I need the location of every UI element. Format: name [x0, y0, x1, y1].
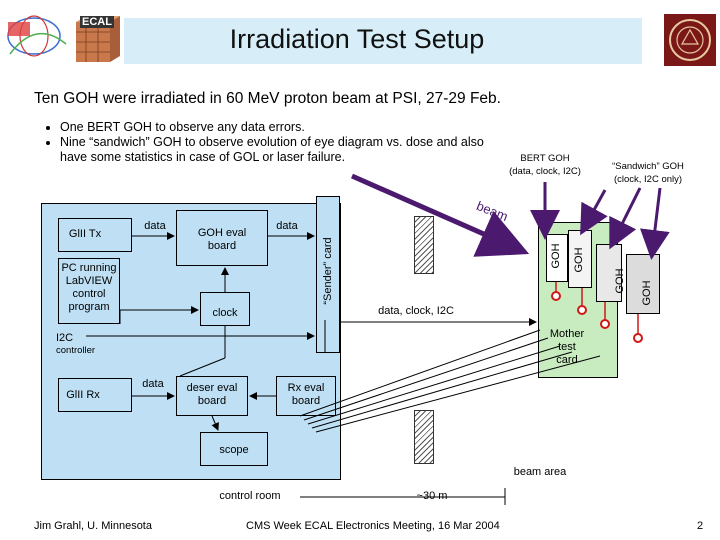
goh-board-3	[596, 244, 622, 302]
goh-eval-board-box	[176, 210, 268, 266]
bullet-2: Nine “sandwich” GOH to observe evolution…	[60, 135, 502, 165]
fiber-bundle-2	[303, 337, 549, 421]
bullet-1: One BERT GOH to observe any data errors.	[60, 120, 502, 135]
i2c-label: I2C	[56, 332, 74, 344]
title-bar	[72, 18, 642, 64]
fiber-connector-3	[600, 319, 610, 329]
fiber-connector-4	[633, 333, 643, 343]
cable-sandwich-1	[580, 189, 608, 236]
fiber-bundle-4	[311, 351, 573, 429]
beam-area-label: beam area	[513, 466, 567, 478]
line-clock-to-deser	[179, 357, 226, 377]
page-title: Irradiation Test Setup	[229, 24, 485, 54]
fiber-bundle-1	[299, 329, 541, 417]
beam-arrow	[350, 173, 530, 257]
rx-eval-label: Rx eval board	[287, 382, 325, 407]
sandwich-goh-label: “Sandwich” GOH	[612, 161, 684, 172]
subtitle: Ten GOH were irradiated in 60 MeV proton…	[34, 90, 501, 107]
university-seal	[664, 14, 716, 66]
pc-labview-box	[58, 258, 120, 324]
fiber-bundle-3	[307, 345, 561, 425]
beam-wall-upper	[414, 216, 434, 274]
bert-goh-label: BERT GOH	[520, 153, 570, 164]
ecal-logo: ECAL	[6, 14, 124, 66]
beam-wall-lower	[414, 410, 434, 464]
pc-labview-label: PC running LabVIEW control program	[61, 262, 117, 313]
glii-tx-box	[58, 218, 132, 252]
control-room-label: control room	[219, 490, 281, 502]
footer-page: 2	[697, 520, 704, 532]
arrow-deser-to-scope	[211, 415, 219, 431]
sandwich-goh-sub: (clock, I2C only)	[613, 174, 683, 185]
data-clock-i2c-label: data, clock, I2C	[378, 305, 454, 317]
goh-eval-board-label: GOH eval board	[197, 227, 247, 252]
glii-rx-label: GlII Rx	[66, 389, 100, 401]
bert-goh-sub: (data, clock, I2C)	[509, 166, 581, 177]
glii-tx-label: GlII Tx	[68, 228, 102, 240]
cable-sandwich-2	[609, 187, 642, 250]
data-label-1: data	[144, 220, 166, 232]
clock-label: clock	[212, 307, 238, 319]
rx-eval-box	[276, 376, 336, 416]
cable-sandwich-3	[639, 187, 670, 260]
deser-eval-box	[176, 376, 248, 416]
footer-author: Jim Grahl, U. Minnesota	[34, 520, 152, 532]
deser-eval-label: deser eval board	[186, 382, 238, 407]
scope-label: scope	[219, 444, 249, 456]
scope-box	[200, 432, 268, 466]
goh-board-2	[568, 230, 592, 288]
distance-label: ~30 m	[416, 490, 448, 502]
bullet-list: One BERT GOH to observe any data errors.…	[42, 120, 502, 165]
clock-box	[200, 292, 250, 326]
fiber-connector-2	[577, 305, 587, 315]
controller-label: controller	[56, 345, 96, 356]
sender-card	[316, 196, 340, 353]
data-label-3: data	[142, 378, 164, 390]
glii-rx-box	[58, 378, 132, 412]
fiber-connector-1	[551, 291, 561, 301]
ecal-logo-text: ECAL	[80, 16, 114, 28]
fiber-bundle-5	[315, 355, 601, 433]
footer-meeting: CMS Week ECAL Electronics Meeting, 16 Ma…	[246, 520, 500, 532]
data-label-2: data	[276, 220, 298, 232]
